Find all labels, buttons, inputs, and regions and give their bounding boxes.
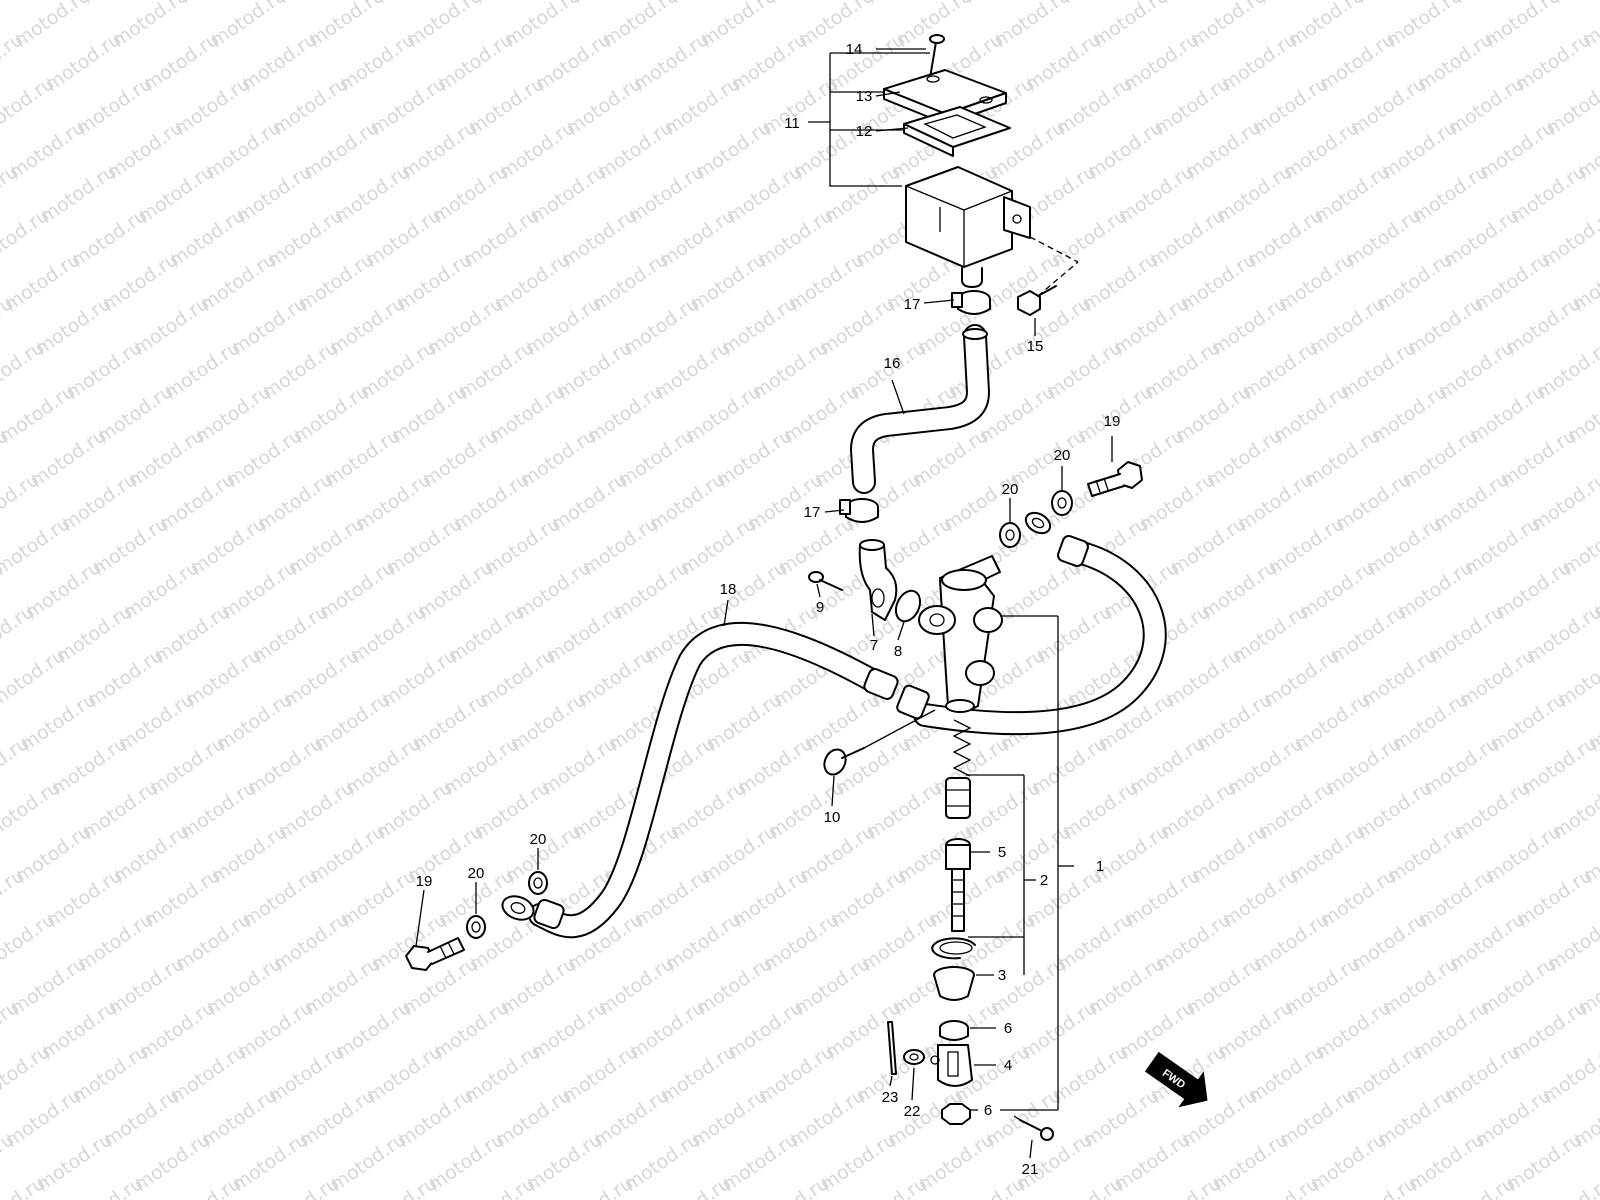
circlip xyxy=(931,937,976,960)
callout-13: 13 xyxy=(856,88,873,105)
diaphragm-12 xyxy=(903,106,1011,157)
callout-2: 2 xyxy=(1040,872,1048,889)
nut-6-bottom xyxy=(941,1103,971,1125)
callout-14: 14 xyxy=(846,41,863,58)
callout-16: 16 xyxy=(884,355,901,372)
callout-20-b: 20 xyxy=(1002,481,1019,498)
washer-22 xyxy=(903,1049,925,1065)
callout-19-left: 19 xyxy=(416,873,433,890)
callout-17-bottom: 17 xyxy=(804,504,821,521)
watermark-text: motod.ru xyxy=(0,908,59,976)
reservoir-tank-11 xyxy=(905,166,1031,288)
callout-9: 9 xyxy=(816,599,824,616)
watermark-text: motod.ru xyxy=(0,1040,54,1108)
watermark-text: motod.ru xyxy=(553,1172,637,1200)
bolt-15 xyxy=(1017,236,1079,336)
master-cylinder-1 xyxy=(918,555,1003,713)
washer-20-c xyxy=(528,871,548,895)
callout-12: 12 xyxy=(856,123,873,140)
callout-7: 7 xyxy=(870,637,878,654)
watermark-text: motod.ru xyxy=(1239,1172,1323,1200)
callout-17-top: 17 xyxy=(904,296,921,313)
screw-9 xyxy=(808,571,843,591)
callout-6-bottom: 6 xyxy=(984,1102,992,1119)
o-ring-8 xyxy=(894,589,922,623)
washer-20-b xyxy=(999,522,1021,548)
watermark-text: motod.ru xyxy=(0,600,38,668)
hose-clamp-17-bottom xyxy=(839,498,879,523)
watermark-text: motod.ru xyxy=(1533,1172,1600,1200)
callout-4: 4 xyxy=(1004,1057,1012,1074)
watermark-text: motod.ru xyxy=(1043,1172,1127,1200)
callout-21: 21 xyxy=(1022,1161,1039,1178)
watermark-text: motod.ru xyxy=(945,1172,1029,1200)
watermark-text: motod.ru xyxy=(455,1172,539,1200)
callout-15: 15 xyxy=(1027,338,1044,355)
watermark-text: motod.ru xyxy=(357,1172,441,1200)
callout-3: 3 xyxy=(998,967,1006,984)
callout-5: 5 xyxy=(998,844,1006,861)
brake-hose-right xyxy=(913,511,1167,736)
bracket-11 xyxy=(808,52,930,187)
washer-20-d xyxy=(466,915,486,939)
reservoir-hose-16 xyxy=(850,324,990,494)
callout-1: 1 xyxy=(1096,858,1104,875)
brake-hose-18 xyxy=(501,621,930,939)
callout-6-top: 6 xyxy=(1004,1020,1012,1037)
callout-10: 10 xyxy=(824,809,841,826)
union-bolt-19-left xyxy=(405,937,465,971)
union-bolt-19-right xyxy=(1087,461,1143,497)
watermark-text: motod.ru xyxy=(161,1172,245,1200)
cotter-pin-23 xyxy=(887,1021,897,1075)
hose-clamp-17-top xyxy=(951,290,991,315)
watermark-text: motod.ru xyxy=(0,72,58,140)
callout-20-c: 20 xyxy=(530,831,547,848)
callout-11: 11 xyxy=(784,115,800,132)
spring xyxy=(952,719,972,777)
watermark-text: motod.ru xyxy=(847,1172,931,1200)
leader-lines xyxy=(415,48,1113,1159)
piston-assembly-2 xyxy=(945,777,971,819)
screw-14 xyxy=(929,34,945,79)
watermark-text: motod.ru xyxy=(0,204,53,272)
watermark-text: motod.ru xyxy=(1337,1172,1421,1200)
nut-6-top xyxy=(939,1020,969,1041)
callout-20-d: 20 xyxy=(468,865,485,882)
clevis-pin-21 xyxy=(1013,1115,1054,1141)
callout-20-a: 20 xyxy=(1054,447,1071,464)
watermark-text: motod.ru xyxy=(0,336,48,404)
callout-8: 8 xyxy=(894,643,902,660)
callout-18: 18 xyxy=(720,581,737,598)
callout-labels: 14 13 11 12 17 15 16 19 20 20 17 18 9 7 … xyxy=(416,41,1121,1178)
clevis-4 xyxy=(930,1044,973,1087)
callout-22: 22 xyxy=(904,1103,921,1120)
hose-joint-7 xyxy=(858,539,898,621)
watermark-text: motod.ru xyxy=(0,468,43,536)
watermark-text: motod.ru xyxy=(0,512,74,580)
watermark-text: motod.ru xyxy=(1141,1172,1225,1200)
watermark-text: motod.ru xyxy=(651,1172,735,1200)
watermark-text: motod.ru xyxy=(63,1172,147,1200)
bolt-10 xyxy=(823,709,936,776)
boot-3 xyxy=(933,966,975,1001)
watermark-text: motod.ru xyxy=(259,1172,343,1200)
watermark-text: motod.ru xyxy=(0,644,69,712)
watermark-text: motod.ru xyxy=(0,776,64,844)
watermark-text: motod.ru xyxy=(0,380,79,448)
callout-19-right: 19 xyxy=(1104,413,1121,430)
washer-20-a xyxy=(1051,490,1073,516)
watermark-text: motod.ru xyxy=(1435,1172,1519,1200)
watermark-text: motod.ru xyxy=(749,1172,833,1200)
callout-23: 23 xyxy=(882,1089,899,1106)
push-rod-5 xyxy=(945,838,971,932)
